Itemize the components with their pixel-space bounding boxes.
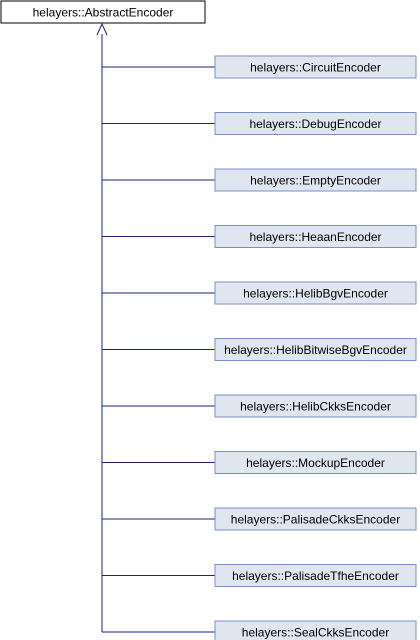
derived-class-label: helayers::MockupEncoder	[246, 456, 385, 470]
derived-class-node[interactable]: helayers::HelibBitwiseBgvEncoder	[214, 338, 417, 361]
derived-class-node[interactable]: helayers::HeaanEncoder	[214, 225, 417, 248]
derived-class-box	[214, 168, 417, 192]
derived-class-box	[214, 507, 417, 531]
derived-class-label: helayers::HelibCkksEncoder	[240, 400, 391, 414]
derived-class-box	[214, 225, 417, 248]
derived-class-box	[214, 564, 417, 587]
derived-class-label: helayers::HelibBgvEncoder	[243, 287, 388, 301]
derived-class-label: helayers::PalisadeTfheEncoder	[232, 569, 399, 583]
inheritance-edges	[96, 22, 215, 633]
derived-class-label: helayers::PalisadeCkksEncoder	[231, 513, 400, 527]
derived-class-node[interactable]: helayers::SealCkksEncoder	[214, 620, 417, 640]
derived-class-label: helayers::HeaanEncoder	[249, 230, 381, 244]
derived-class-box	[214, 451, 417, 474]
inheritance-arrowhead	[96, 22, 108, 36]
derived-class-box	[214, 620, 417, 640]
derived-class-nodes: helayers::CircuitEncoderhelayers::DebugE…	[214, 55, 417, 640]
derived-class-node[interactable]: helayers::DebugEncoder	[214, 112, 417, 135]
derived-class-node[interactable]: helayers::EmptyEncoder	[214, 168, 417, 192]
derived-class-box	[214, 112, 417, 135]
derived-class-label: helayers::DebugEncoder	[249, 117, 381, 131]
derived-class-node[interactable]: helayers::HelibBgvEncoder	[214, 281, 417, 305]
derived-class-label: helayers::HelibBitwiseBgvEncoder	[224, 343, 407, 357]
derived-class-node[interactable]: helayers::PalisadeCkksEncoder	[214, 507, 417, 531]
derived-class-node[interactable]: helayers::HelibCkksEncoder	[214, 394, 417, 418]
derived-class-box	[214, 281, 417, 305]
derived-class-box	[214, 394, 417, 418]
derived-class-label: helayers::EmptyEncoder	[250, 174, 381, 188]
derived-class-label: helayers::CircuitEncoder	[250, 61, 381, 75]
base-class-box	[0, 0, 206, 24]
derived-class-node[interactable]: helayers::PalisadeTfheEncoder	[214, 564, 417, 587]
base-class-node[interactable]: helayers::AbstractEncoder	[0, 0, 206, 24]
derived-class-node[interactable]: helayers::MockupEncoder	[214, 451, 417, 474]
derived-class-node[interactable]: helayers::CircuitEncoder	[214, 55, 417, 79]
base-class-label: helayers::AbstractEncoder	[33, 6, 174, 20]
derived-class-box	[214, 55, 417, 79]
derived-class-box	[214, 338, 417, 361]
derived-class-label: helayers::SealCkksEncoder	[242, 626, 389, 640]
